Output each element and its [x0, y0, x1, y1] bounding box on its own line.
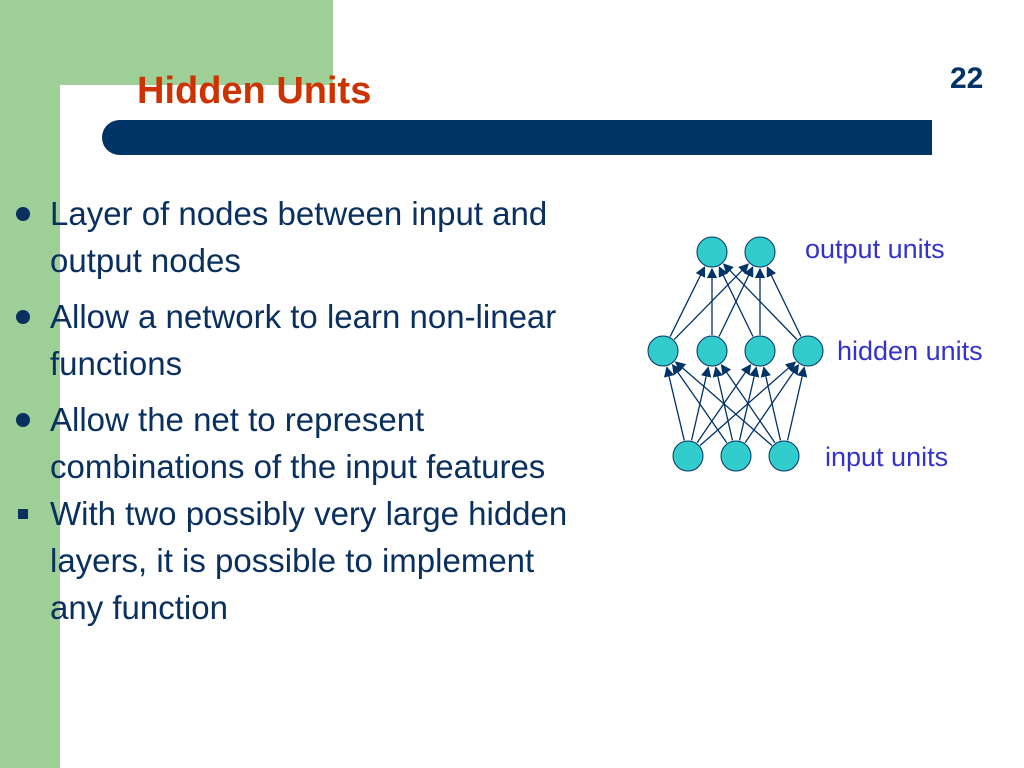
- bullet-item: Layer of nodes between input and output …: [12, 190, 592, 284]
- output-units-label: output units: [805, 234, 945, 264]
- hidden-units-label: hidden units: [837, 336, 983, 366]
- hidden-node: [744, 335, 776, 367]
- output-node: [696, 236, 728, 268]
- output-node: [744, 236, 776, 268]
- hidden-to-output-edge: [718, 266, 754, 337]
- sub-bullet-item: With two possibly very large hidden laye…: [12, 490, 592, 631]
- bullet-dot-icon: [16, 207, 30, 221]
- slide-content-area: [60, 85, 1024, 768]
- hidden-to-output-edge: [766, 266, 802, 337]
- input-to-hidden-edge: [671, 363, 728, 444]
- hidden-to-output-edge: [722, 263, 798, 340]
- bullet-dot-icon: [16, 310, 30, 324]
- hidden-to-output-edge: [669, 266, 706, 337]
- bullet-dot-icon: [16, 413, 30, 427]
- input-node: [768, 440, 800, 472]
- input-to-hidden-edge: [786, 366, 808, 441]
- title-underline-bar: [102, 120, 932, 155]
- bullet-item: Allow a network to learn non-linear func…: [12, 293, 592, 387]
- hidden-node: [792, 335, 824, 367]
- bullet-text: Allow a network to learn non-linear func…: [50, 298, 557, 382]
- hidden-to-output-edge: [673, 263, 750, 341]
- bullet-square-icon: [18, 509, 28, 519]
- input-to-hidden-edge: [720, 363, 776, 444]
- input-to-hidden-edge: [760, 366, 782, 441]
- bullet-text: Layer of nodes between input and output …: [50, 195, 548, 279]
- bullet-text: Allow the net to represent combinations …: [50, 401, 546, 485]
- hidden-node: [647, 335, 679, 367]
- neural-network-diagram: output units hidden units input units: [600, 220, 1024, 500]
- input-to-hidden-edge: [663, 366, 685, 441]
- sub-bullet-text: With two possibly very large hidden laye…: [50, 495, 568, 626]
- bullet-item: Allow the net to represent combinations …: [12, 396, 592, 490]
- green-side-strip: [0, 0, 60, 768]
- input-node: [672, 440, 704, 472]
- network-graph: [647, 236, 824, 472]
- slide-title: Hidden Units: [137, 70, 372, 112]
- input-node: [720, 440, 752, 472]
- green-top-band: [0, 0, 333, 85]
- input-to-hidden-edge: [674, 361, 773, 447]
- hidden-node: [696, 335, 728, 367]
- bullet-list: Layer of nodes between input and output …: [12, 190, 592, 631]
- slide-number: 22: [950, 62, 984, 95]
- input-units-label: input units: [825, 442, 949, 472]
